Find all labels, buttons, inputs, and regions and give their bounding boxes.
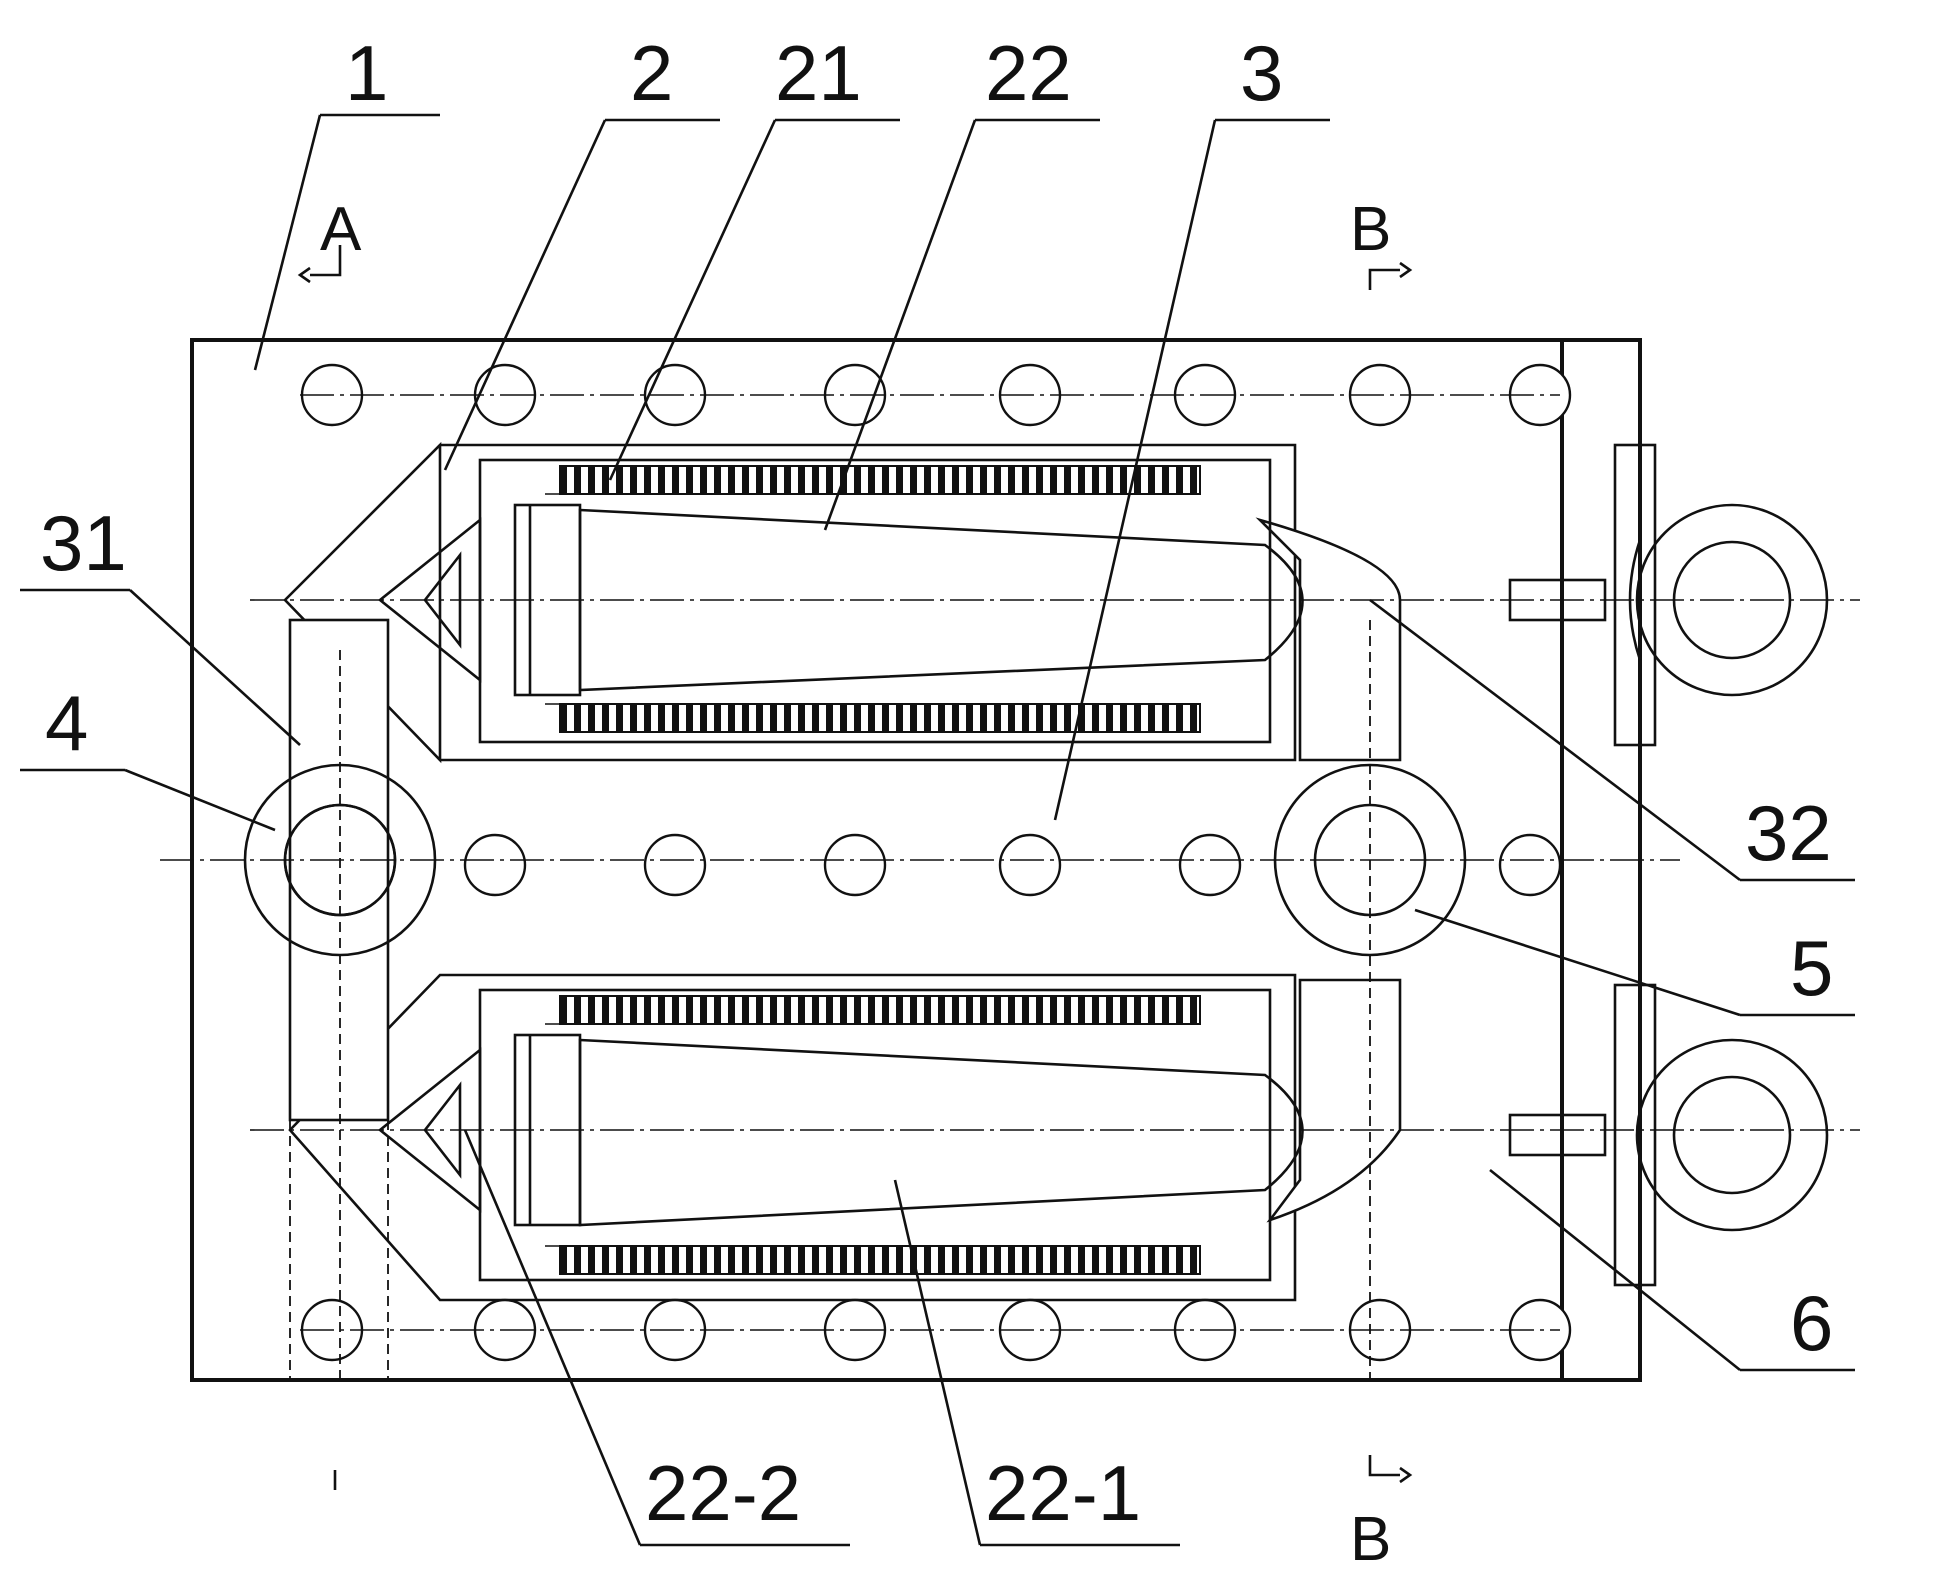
lower-spool-assembly	[377, 988, 1304, 1282]
label-21: 21	[775, 29, 862, 117]
upper-tapered-spool	[578, 508, 1304, 692]
upper-chamber	[283, 441, 1297, 764]
lower-flow-passage	[1266, 978, 1402, 1223]
part-labels: 1 2 21 22 3 31 4 32 5 6 22-2 22-1	[40, 29, 1833, 1537]
label-22-2: 22-2	[645, 1449, 801, 1537]
upper-spool-assembly	[377, 458, 1304, 744]
label-5: 5	[1790, 924, 1833, 1012]
label-22: 22	[985, 29, 1072, 117]
lower-spring-top	[559, 995, 1201, 1025]
section-mark-b-top: B	[1350, 195, 1391, 264]
label-3: 3	[1240, 29, 1283, 117]
label-31: 31	[40, 499, 127, 587]
leader-lines	[20, 113, 1855, 1547]
upper-flow-passage	[1255, 517, 1402, 762]
lower-eye-fitting	[1508, 983, 1829, 1287]
top-bolt-row	[300, 363, 1572, 427]
section-mark-b-bottom: B	[1350, 1505, 1391, 1574]
upper-eye-fitting	[1508, 443, 1829, 747]
lower-spring-bottom	[559, 1245, 1201, 1275]
label-2: 2	[630, 29, 673, 117]
label-22-1: 22-1	[985, 1449, 1141, 1537]
middle-bolt-row	[463, 833, 1562, 897]
label-1: 1	[345, 29, 388, 117]
section-marker-b-bottom: B	[333, 1455, 1413, 1574]
upper-spring-top	[559, 465, 1201, 495]
upper-spring-bottom	[559, 703, 1201, 733]
section-marker-b-top: B	[1350, 195, 1413, 290]
center-lines	[160, 394, 1860, 1380]
section-marker-a: A	[297, 195, 362, 284]
label-4: 4	[45, 679, 88, 767]
label-6: 6	[1790, 1279, 1833, 1367]
label-32: 32	[1745, 789, 1832, 877]
lower-tapered-spool	[578, 1038, 1304, 1227]
